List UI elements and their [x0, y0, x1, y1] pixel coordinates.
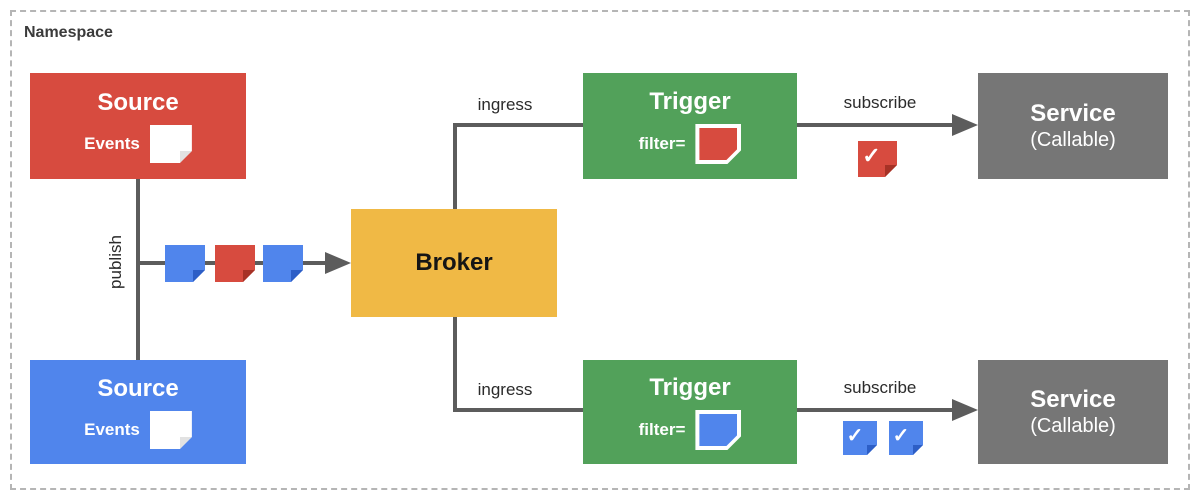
blue-event-icon	[165, 245, 205, 282]
blue-filter-icon	[695, 410, 741, 450]
red-check-icon: ✓	[858, 141, 897, 177]
trigger-bottom-box: Trigger filter=	[583, 360, 797, 464]
subscribe-bottom-line	[795, 408, 955, 412]
red-filter-icon	[695, 124, 741, 164]
ingress-top-line-vertical	[453, 123, 457, 213]
service-subtitle: (Callable)	[1030, 129, 1116, 151]
blue-event-icon	[263, 245, 303, 282]
ingress-top-line-horizontal	[453, 123, 587, 127]
ingress-bottom-label: ingress	[477, 380, 533, 399]
source-title: Source	[97, 375, 179, 402]
publish-label: publish	[106, 235, 125, 289]
filter-label: filter=	[638, 420, 686, 439]
white-event-icon	[150, 125, 192, 163]
service-title: Service	[1030, 100, 1116, 127]
subscribe-top-label: subscribe	[843, 93, 917, 112]
subscribe-top-line	[795, 123, 955, 127]
broker-title: Broker	[415, 249, 493, 276]
blue-check-icon: ✓	[889, 421, 923, 455]
ingress-bottom-line-horizontal	[453, 408, 587, 412]
service-top-box: Service (Callable)	[978, 73, 1168, 179]
source-red-box: Source Events	[30, 73, 246, 179]
subscribe-bottom-label: subscribe	[843, 378, 917, 397]
trigger-title: Trigger	[649, 374, 731, 401]
checkmark-glyph: ✓	[892, 424, 910, 447]
white-event-icon	[150, 411, 192, 449]
blue-check-icon: ✓	[843, 421, 877, 455]
service-title: Service	[1030, 386, 1116, 413]
namespace-label: Namespace	[24, 24, 113, 41]
broker-box: Broker	[351, 209, 557, 317]
trigger-title: Trigger	[649, 88, 731, 115]
checkmark-glyph: ✓	[846, 424, 864, 447]
ingress-top-label: ingress	[477, 95, 533, 114]
arrow-head-icon	[952, 399, 978, 421]
service-subtitle: (Callable)	[1030, 415, 1116, 437]
red-event-icon	[215, 245, 255, 282]
publish-connector-line	[136, 179, 140, 360]
arrow-head-icon	[325, 252, 351, 274]
source-blue-box: Source Events	[30, 360, 246, 464]
events-label: Events	[84, 134, 140, 153]
source-title: Source	[97, 89, 179, 116]
arrow-head-icon	[952, 114, 978, 136]
namespace-boundary	[10, 10, 1190, 490]
filter-label: filter=	[638, 134, 686, 153]
checkmark-glyph: ✓	[862, 143, 881, 168]
events-label: Events	[84, 420, 140, 439]
ingress-bottom-line-vertical	[453, 315, 457, 412]
trigger-top-box: Trigger filter=	[583, 73, 797, 179]
service-bottom-box: Service (Callable)	[978, 360, 1168, 464]
